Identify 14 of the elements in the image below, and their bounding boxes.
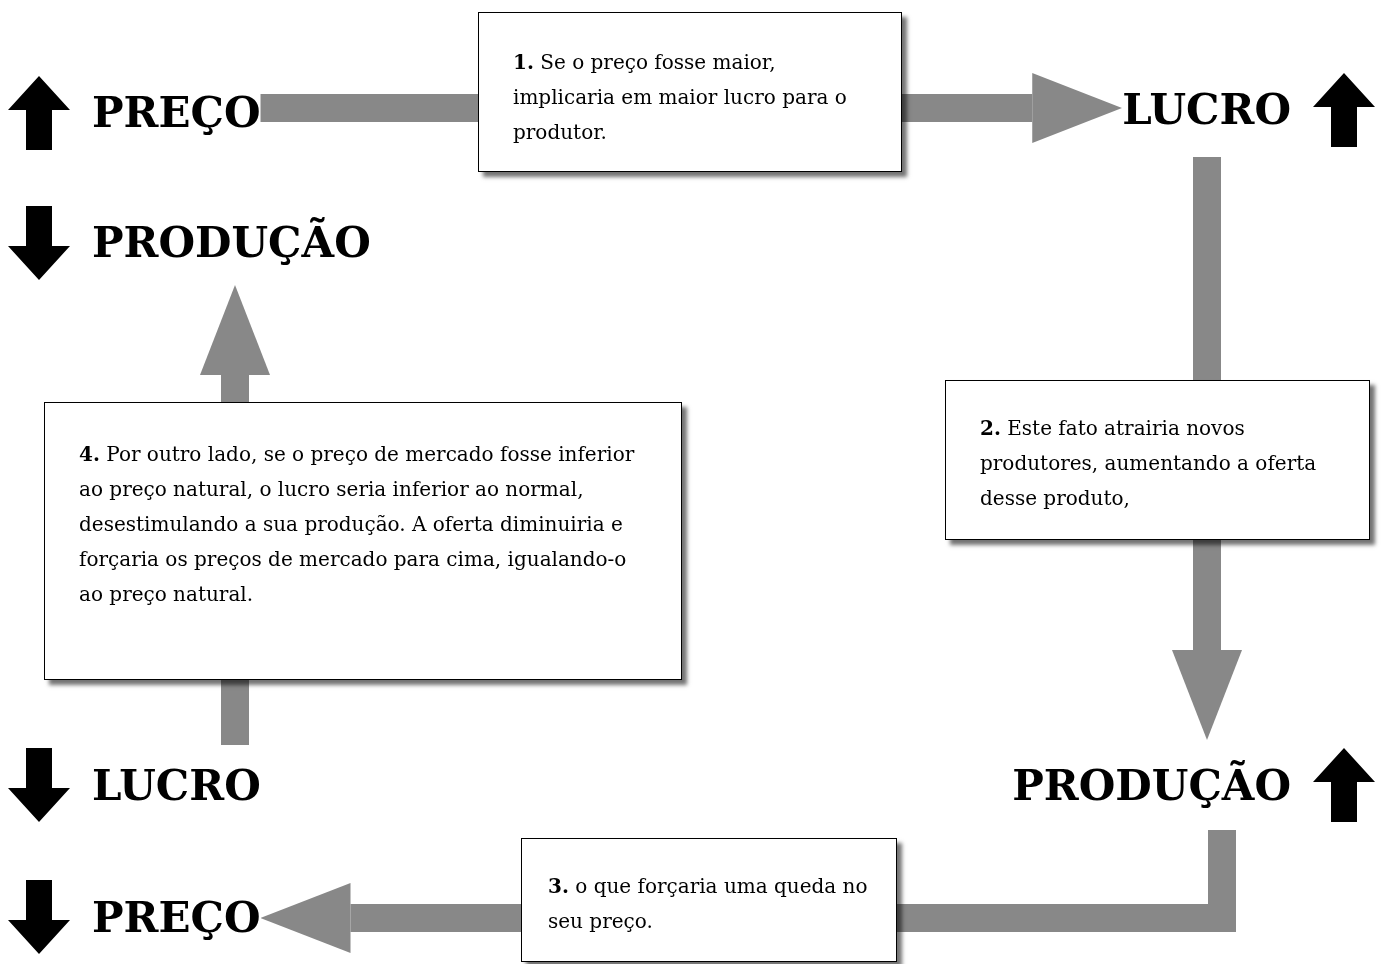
arrow — [200, 285, 270, 402]
arrow — [1172, 540, 1242, 740]
arrow — [902, 73, 1123, 143]
heading-label: PREÇO — [92, 87, 261, 139]
heading-label: LUCRO — [1122, 84, 1291, 136]
arrow — [260, 883, 521, 953]
heading-label: LUCRO — [92, 759, 261, 812]
text-box: 1. Se o preço fosse maior, implicaria em maior lucro para o produtor. — [478, 12, 902, 172]
text-box: 4. Por outro lado, se o preço de mercado fosse inferior ao preço natural, o lucro seria inferior ao normal, desestimulando a sua produção. A oferta diminuiria e forçaria os preços de mercado para cima, igualando-o ao preço natural. — [44, 402, 682, 680]
text-box: 2. Este fato atrairia novos produtores, aumentando a oferta desse produto, — [945, 380, 1370, 540]
heading-label: PRODUÇÃO — [92, 216, 371, 269]
heading-label: PRODUÇÃO — [1012, 759, 1291, 812]
text-box: 3. o que forçaria uma queda no seu preço. — [521, 838, 897, 962]
heading-label: PREÇO — [92, 891, 261, 944]
